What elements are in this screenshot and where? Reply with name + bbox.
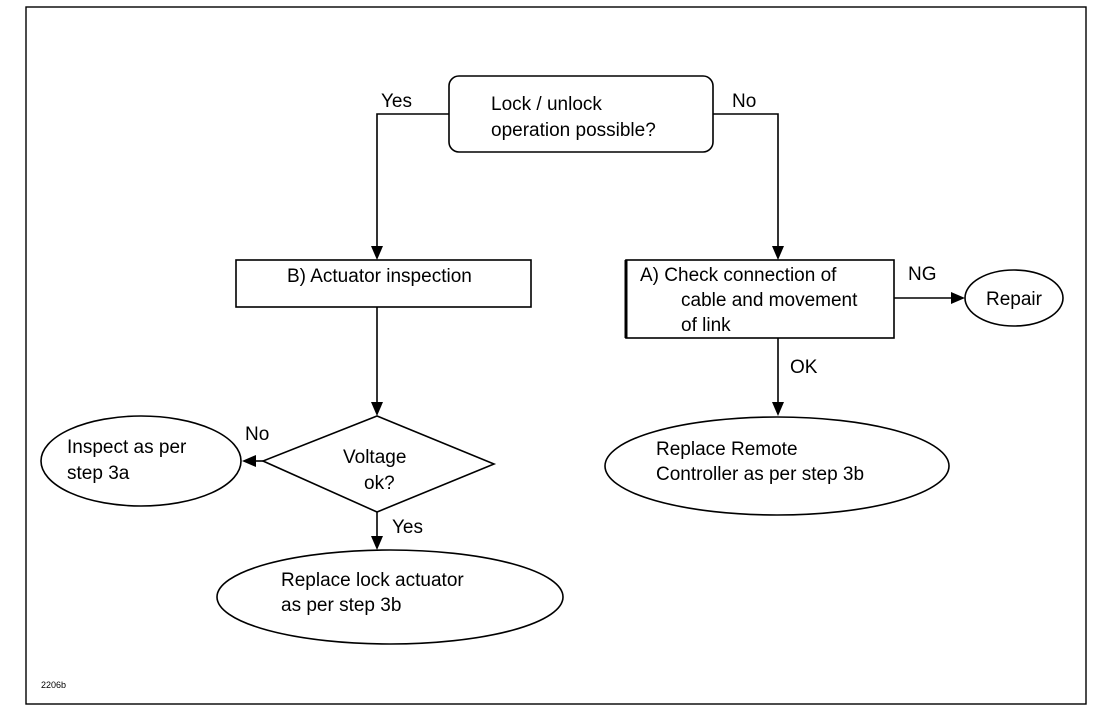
check-connection-label-line-2: cable and movement (681, 290, 858, 311)
replace-actuator-node: Replace lock actuator as per step 3b (216, 549, 564, 645)
start-shape (448, 75, 714, 153)
check-connection-label-line-1: A) Check connection of (640, 265, 837, 286)
voltage-decision-node: Voltage ok? (260, 415, 497, 513)
edge-start-yes (376, 113, 449, 248)
arrowhead-replace-actuator (371, 536, 383, 550)
repair-label: Repair (986, 289, 1043, 310)
arrowhead-voltage (371, 402, 383, 416)
edge-label-start-yes: Yes (381, 91, 412, 112)
edge-labels: Yes No NG OK No Yes (245, 91, 937, 538)
replace-remote-label-line-1: Replace Remote (656, 439, 798, 460)
arrowhead-check (772, 246, 784, 260)
start-label-line-1: Lock / unlock (491, 94, 602, 115)
voltage-decision-shape (260, 415, 497, 513)
check-connection-label-line-3: of link (681, 315, 731, 336)
inspect-3a-shape (40, 415, 242, 507)
edge-label-voltage-yes: Yes (392, 517, 423, 538)
start-node: Lock / unlock operation possible? (448, 75, 714, 153)
arrowhead-actuator (371, 246, 383, 260)
actuator-inspection-node: B) Actuator inspection (235, 259, 532, 308)
arrowhead-replace-remote (772, 402, 784, 416)
check-connection-shape (625, 259, 895, 339)
replace-remote-label-line-2: Controller as per step 3b (656, 464, 864, 485)
repair-node: Repair (964, 269, 1064, 327)
replace-remote-node: Replace Remote Controller as per step 3b (604, 416, 950, 516)
replace-actuator-shape (216, 549, 564, 645)
inspect-3a-label-line-1: Inspect as per (67, 437, 187, 458)
voltage-label-line-1: Voltage (343, 447, 406, 468)
figure-id: 2206b (41, 680, 66, 690)
edge-label-voltage-no: No (245, 424, 269, 445)
edge-start-no (713, 113, 779, 248)
check-connection-node: A) Check connection of cable and movemen… (624, 259, 895, 339)
inspect-3a-label-line-2: step 3a (67, 463, 130, 484)
edges (242, 113, 965, 550)
edge-label-start-no: No (732, 91, 756, 112)
replace-actuator-label-line-2: as per step 3b (281, 595, 401, 616)
voltage-label-line-2: ok? (364, 473, 395, 494)
actuator-inspection-label: B) Actuator inspection (287, 266, 472, 287)
start-label-line-2: operation possible? (491, 120, 656, 141)
actuator-inspection-shape (235, 259, 532, 308)
arrowhead-repair (951, 292, 965, 304)
repair-shape (964, 269, 1064, 327)
edge-label-check-ok: OK (790, 357, 818, 378)
diagram-frame (25, 6, 1087, 705)
replace-actuator-label-line-1: Replace lock actuator (281, 570, 464, 591)
replace-remote-shape (604, 416, 950, 516)
inspect-3a-node: Inspect as per step 3a (40, 415, 242, 507)
arrowhead-inspect (242, 455, 256, 467)
edge-label-check-ng: NG (908, 264, 937, 285)
